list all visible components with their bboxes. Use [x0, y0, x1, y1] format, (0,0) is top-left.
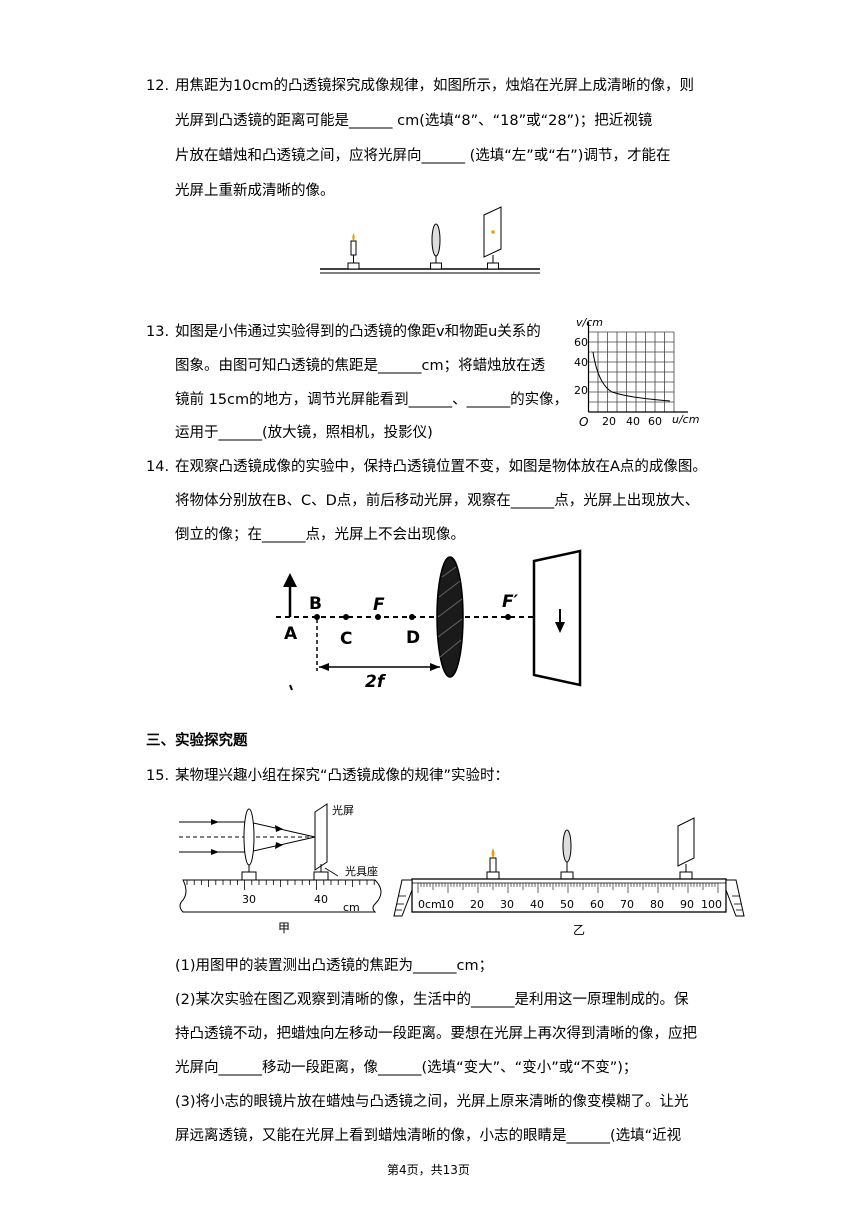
screen-icon	[483, 206, 502, 270]
question-text-line: 将物体分别放在B、C、D点，前后移动光屏，观察在______点，光屏上出现放大、	[175, 493, 700, 509]
question-text-line: (1)用图甲的装置测出凸透镜的焦距为______cm；	[175, 958, 494, 974]
ruler-tick-label: 80	[650, 898, 664, 911]
dimension-label: 2f	[365, 672, 387, 692]
y-tick-label: 60	[574, 336, 588, 349]
point-label: D	[406, 628, 420, 648]
x-tick-label: 60	[648, 415, 662, 428]
ruler-tick-label: 60	[590, 898, 604, 911]
ruler-tick-label: 30	[500, 898, 514, 911]
x-tick-label: 20	[602, 415, 616, 428]
screen-icon	[677, 817, 695, 880]
point-label: C	[340, 629, 352, 649]
x-tick-label: 40	[626, 415, 640, 428]
ruler-tick-label: 30	[242, 893, 256, 906]
question-text-line: 如图是小伟通过实验得到的凸透镜的像距v和物距u关系的	[175, 324, 541, 340]
lens-icon	[560, 829, 574, 880]
point-label: F	[373, 595, 385, 615]
ruler-tick-label: 10	[440, 898, 454, 911]
ruler-tick-label: 50	[560, 898, 574, 911]
point-label: A	[284, 624, 298, 644]
question-text-line: 某物理兴趣小组在探究“凸透镜成像的规律”实验时：	[175, 768, 510, 784]
question-text-line: 光屏上重新成清晰的像。	[175, 183, 335, 199]
y-tick-label: 40	[574, 356, 588, 369]
question-number: 14.	[146, 459, 170, 475]
question-text-line: (2)某次实验在图乙观察到清晰的像，生活中的______是利用这一原理制成的。保	[175, 992, 689, 1008]
figure-caption: 乙	[573, 923, 585, 937]
candle-icon	[347, 233, 360, 270]
ruler-unit-label: cm	[343, 901, 360, 914]
question-text-line: 光屏到凸透镜的距离可能是______ cm(选填“8”、“18”或“28”)；把…	[175, 113, 653, 129]
section-heading: 三、实验探究题	[146, 733, 248, 749]
bench-label: 光具座	[345, 864, 378, 878]
question-text-line: 镜前 15cm的地方，调节光屏能看到______、______的实像，	[175, 392, 569, 408]
question-text-line: (3)将小志的眼镜片放在蜡烛与凸透镜之间，光屏上原来清晰的像变模糊了。让光	[175, 1094, 689, 1110]
question-text-line: 屏远离透镜，又能在光屏上看到蜡烛清晰的像，小志的眼睛是______(选填“近视	[175, 1128, 682, 1144]
question-number: 13.	[146, 324, 170, 340]
lens-icon	[430, 223, 442, 270]
ruler-tick-label: 0cm	[418, 898, 442, 911]
page-footer: 第4页，共13页	[387, 1163, 470, 1177]
ruler-tick-label: 20	[470, 898, 484, 911]
question-text-line: 用焦距为10cm的凸透镜探究成像规律，如图所示，烛焰在光屏上成清晰的像，则	[175, 78, 695, 94]
lens-imaging-diagram: A B C F D F′ 2f	[276, 549, 582, 692]
ruler-tick-label: 100	[701, 898, 722, 911]
question-text-line: 图象。由图可知凸透镜的焦距是______cm；将蜡烛放在透	[175, 358, 546, 374]
question-text-line: 倒立的像；在______点，光屏上不会出现像。	[175, 527, 465, 543]
y-tick-label: 20	[574, 384, 588, 397]
question-number: 15.	[146, 768, 170, 784]
candle-icon	[486, 848, 500, 880]
ruler-tick-label: 40	[530, 898, 544, 911]
question-text-line: 片放在蜡烛和凸透镜之间，应将光屏向______ (选填“左”或“右”)调节，才能…	[175, 148, 671, 164]
ruler-tick-label: 90	[680, 898, 694, 911]
question-text-line: 持凸透镜不动，把蜡烛向左移动一段距离。要想在光屏上再次得到清晰的像，应把	[175, 1026, 697, 1042]
figure-caption: 甲	[278, 921, 290, 935]
question-text-line: 光屏向______移动一段距离，像______(选填“变大”、“变小”或“不变”…	[175, 1060, 638, 1076]
question-number: 12.	[146, 78, 170, 94]
ruler-tick-label: 40	[314, 893, 328, 906]
origin-label: O	[579, 415, 588, 429]
point-label: B	[309, 594, 322, 614]
point-label: F′	[502, 592, 519, 612]
focal-length-figure: 光屏 光具座 30 40 cm 甲	[179, 803, 382, 935]
optical-bench-ruler-figure: 0cm 10 20 30 40 50 60 70 80 90 100 乙	[393, 817, 745, 937]
y-axis-label: v/cm	[576, 316, 603, 329]
ruler-tick-label: 70	[620, 898, 634, 911]
question-text-line: 在观察凸透镜成像的实验中，保持凸透镜位置不变，如图是物体放在A点的成像图。	[175, 459, 707, 475]
image-distance-graph: v/cm u/cm O 60 40 20 20 40 60	[574, 316, 699, 429]
screen-label: 光屏	[332, 803, 354, 817]
x-axis-label: u/cm	[672, 413, 699, 426]
optical-bench-figure	[320, 206, 540, 274]
question-text-line: 运用于______(放大镜，照相机，投影仪)	[175, 425, 433, 441]
